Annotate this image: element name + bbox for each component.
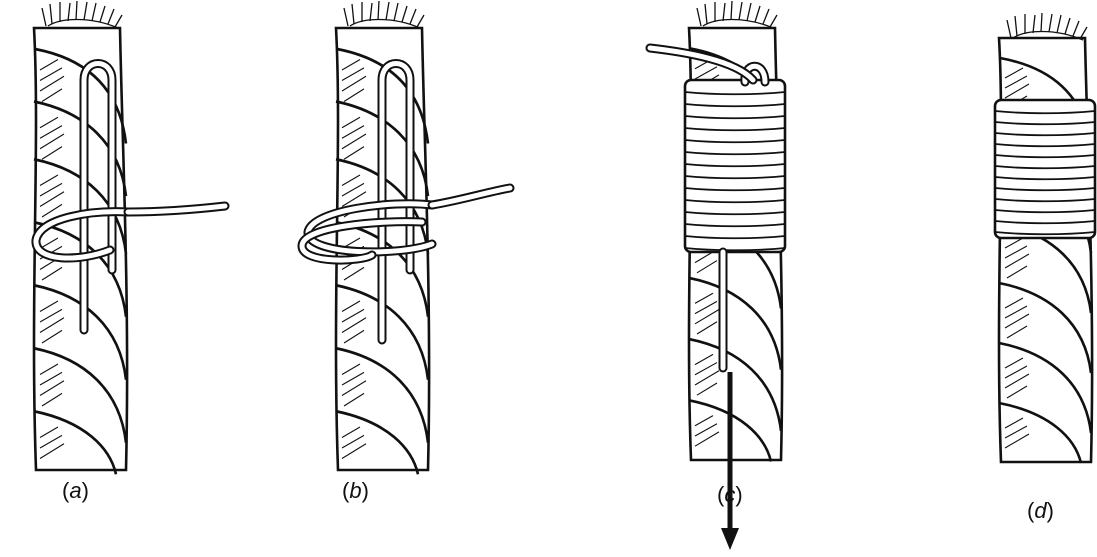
caption-d: (d) bbox=[1027, 498, 1054, 523]
panel-b bbox=[302, 1, 510, 474]
panel-a bbox=[34, 1, 225, 474]
caption-a: (a) bbox=[62, 478, 89, 503]
caption-c: (c) bbox=[717, 482, 743, 507]
panel-c bbox=[650, 1, 785, 550]
caption-b: (b) bbox=[342, 478, 369, 503]
panel-d bbox=[995, 13, 1095, 463]
